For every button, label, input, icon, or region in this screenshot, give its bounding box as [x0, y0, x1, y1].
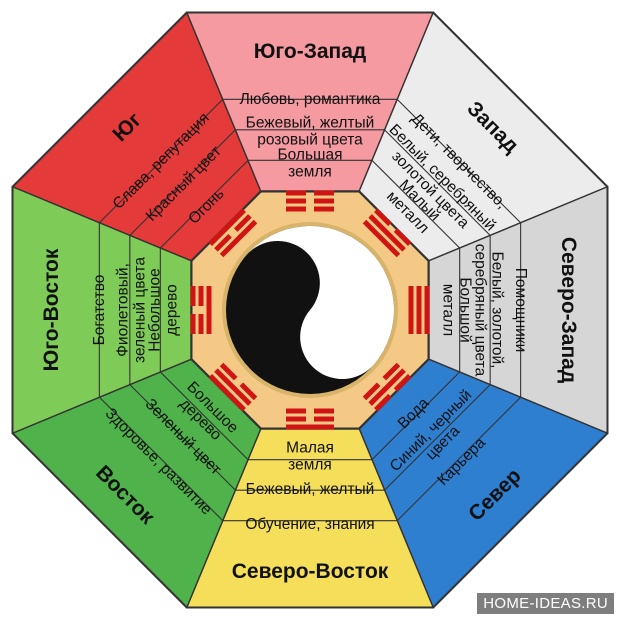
sector-title-northeast: Северо-Восток: [232, 560, 389, 583]
trigram-broken-line: [286, 416, 306, 422]
trigram-broken-line: [314, 206, 334, 212]
trigram-broken-line: [198, 314, 204, 334]
band-divider: [371, 371, 461, 461]
trigram-broken-line: [198, 286, 204, 306]
sector-text-southeast: Богатство: [91, 275, 108, 346]
trigram-broken-line: [382, 362, 401, 381]
trigram-broken-line: [374, 208, 392, 227]
trigram-solid-line: [208, 374, 246, 412]
sector-title-northwest: Северо-Запад: [557, 237, 580, 383]
sector-text-southwest: Любовь, романтика: [240, 91, 381, 108]
trigram-broken-line: [239, 382, 258, 401]
band-divider: [371, 159, 461, 249]
band-divider: [358, 190, 430, 262]
trigram-solid-line: [424, 286, 430, 334]
watermark: HOME-IDEAS.RU: [477, 593, 614, 614]
sector-text-southeast: Фиолетовый,зеленый цвета: [115, 257, 149, 363]
trigram-broken-line: [314, 408, 334, 414]
band-divider: [396, 98, 522, 224]
band-divider: [384, 129, 491, 236]
trigram-broken-line: [214, 233, 232, 252]
trigram-broken-line: [393, 228, 412, 246]
trigram: [190, 286, 212, 334]
trigram-solid-line: [368, 214, 406, 252]
trigram: [362, 208, 412, 258]
band-divider: [159, 371, 249, 461]
yang-dot: [269, 275, 286, 292]
sector-text-northwest: Белый, золотой,серебряный цвета: [471, 244, 505, 377]
band-divider: [129, 384, 236, 491]
band-divider: [396, 396, 522, 522]
yin-dot: [334, 328, 351, 345]
yang-half: [245, 225, 395, 379]
trigram: [408, 286, 430, 334]
trigram: [286, 408, 334, 430]
outer-outline: [11, 11, 609, 609]
trigram-broken-line: [233, 214, 252, 232]
trigram-broken-line: [286, 198, 306, 204]
band-divider: [129, 129, 236, 236]
trigram: [208, 208, 258, 258]
sector-text-northwest: Большойметалл: [439, 277, 473, 342]
trigram-broken-line: [286, 190, 306, 196]
trigram-solid-line: [214, 368, 252, 406]
trigram-solid-line: [206, 286, 212, 334]
sector-title-southeast: Юго-Восток: [40, 248, 63, 371]
trigram-broken-line: [286, 408, 306, 414]
trigram: [362, 362, 412, 412]
band-divider: [159, 159, 249, 249]
trigram-broken-line: [314, 190, 334, 196]
band-divider: [358, 358, 430, 430]
trigram-solid-line: [208, 208, 246, 246]
trigram-broken-line: [219, 362, 238, 381]
band-divider: [98, 396, 224, 522]
yin-yang-symbol: [222, 222, 398, 398]
trigram-solid-line: [286, 424, 334, 430]
trigram-solid-line: [219, 219, 258, 258]
trigram-broken-line: [314, 198, 334, 204]
trigram-broken-line: [190, 286, 196, 306]
sector-text-northeast: Бежевый, желтый: [246, 481, 375, 498]
trigram-broken-line: [314, 416, 334, 422]
trigram: [208, 362, 258, 412]
sector-text-northwest: Помощники: [512, 268, 529, 352]
trigram-broken-line: [286, 206, 306, 212]
band-divider: [384, 384, 491, 491]
sector-text-southeast: Небольшоедерево: [147, 268, 181, 352]
band-divider: [98, 98, 224, 224]
trigram-solid-line: [408, 286, 414, 334]
trigram-solid-line: [362, 219, 401, 258]
bagua-sectors: [11, 11, 609, 609]
sector-title-southwest: Юго-Запад: [254, 40, 366, 63]
trigram-broken-line: [362, 382, 381, 401]
trigram-broken-line: [190, 314, 196, 334]
trigram: [286, 190, 334, 212]
trigram-solid-line: [368, 368, 406, 406]
trigram-solid-line: [416, 286, 422, 334]
trigram-broken-line: [393, 374, 412, 392]
trigram-broken-line: [374, 393, 392, 412]
sector-text-northeast: Обучение, знания: [245, 516, 374, 533]
